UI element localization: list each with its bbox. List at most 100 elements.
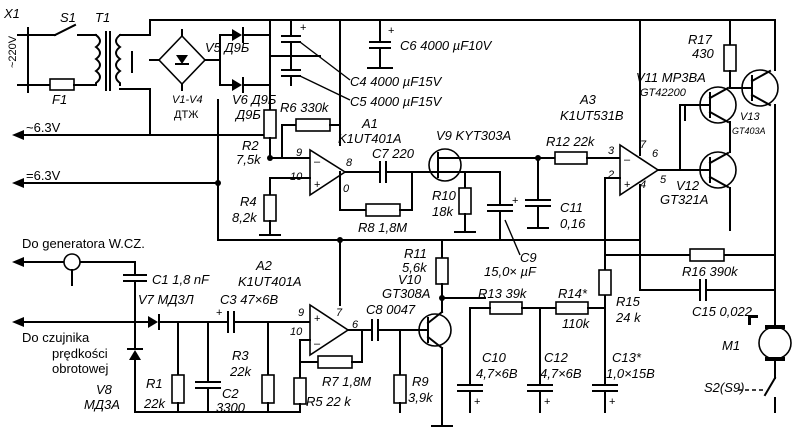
svg-text:Do czujnika: Do czujnika — [22, 330, 90, 345]
svg-text:V10: V10 — [398, 272, 422, 287]
svg-text:R17: R17 — [688, 32, 713, 47]
resistor-r2 — [263, 109, 277, 139]
svg-text:C1 1,8 nF: C1 1,8 nF — [152, 272, 210, 287]
diode-v8 — [129, 350, 141, 360]
output-transistors: V11 MP3BA GT42200 V12 GT321A V13 GT403A … — [636, 19, 779, 311]
svg-text:4: 4 — [640, 179, 646, 191]
power-supply-section: X1 ~220V S1 F1 T1 V1-V4 — [3, 6, 641, 122]
svg-text:18k: 18k — [432, 204, 454, 219]
svg-text:C10: C10 — [482, 350, 507, 365]
svg-text:C2: C2 — [222, 386, 239, 401]
svg-text:C9: C9 — [520, 250, 537, 265]
svg-text:24 k: 24 k — [615, 310, 642, 325]
svg-text:M1: M1 — [722, 338, 740, 353]
svg-text:+: + — [300, 22, 306, 34]
svg-text:2: 2 — [607, 169, 614, 181]
svg-text:0: 0 — [343, 183, 350, 195]
svg-text:+: + — [474, 396, 480, 408]
svg-text:GT321A: GT321A — [660, 192, 708, 207]
svg-text:6: 6 — [352, 319, 359, 331]
c4-label: C4 4000 µF15V — [350, 74, 443, 89]
v1v4-label: V1-V4 — [172, 94, 203, 106]
diode-v7 — [148, 316, 158, 328]
f1-label: F1 — [52, 92, 67, 107]
svg-text:9: 9 — [296, 147, 302, 159]
svg-text:+: + — [314, 313, 320, 325]
svg-text:7: 7 — [336, 307, 343, 319]
svg-text:C13*: C13* — [612, 350, 642, 365]
svg-text:A3: A3 — [579, 92, 597, 107]
svg-text:10: 10 — [290, 326, 303, 338]
svg-text:V9 KYT303A: V9 KYT303A — [436, 128, 511, 143]
svg-text:V8: V8 — [96, 382, 113, 397]
opamp-a3 — [619, 143, 660, 197]
eq63-label: =6.3V — [26, 168, 61, 183]
resistor-r4 — [263, 194, 277, 222]
resistor-r5 — [293, 377, 307, 405]
t1-label: T1 — [95, 10, 110, 25]
svg-text:R6 330k: R6 330k — [280, 100, 330, 115]
svg-text:GT308A: GT308A — [382, 286, 430, 301]
outputs-6v3: ~6.3V =6.3V — [12, 99, 271, 241]
svg-text:4,7×6B: 4,7×6B — [476, 366, 518, 381]
motor-m1 — [758, 326, 792, 360]
svg-text:+: + — [544, 396, 550, 408]
svg-text:R10: R10 — [432, 188, 457, 203]
svg-text:C15 0,022: C15 0,022 — [692, 304, 753, 319]
svg-text:R7 1,8M: R7 1,8M — [322, 374, 371, 389]
svg-text:22k: 22k — [229, 364, 252, 379]
svg-text:8,2k: 8,2k — [232, 210, 258, 225]
svg-text:R16 390k: R16 390k — [682, 264, 739, 279]
svg-text:1,0×15B: 1,0×15B — [606, 366, 655, 381]
svg-text:5: 5 — [660, 174, 667, 186]
v5-label: V5 Д9Б — [205, 40, 250, 55]
bridge-rectifier — [157, 34, 207, 86]
transformer-secondary — [115, 33, 122, 86]
svg-text:C3 47×6B: C3 47×6B — [220, 292, 279, 307]
resistor-r16 — [689, 248, 725, 262]
s1-label: S1 — [60, 10, 76, 25]
motor-section: M1 S2(S9) — [704, 309, 792, 413]
svg-text:R11: R11 — [404, 246, 427, 261]
svg-text:6: 6 — [652, 148, 659, 160]
svg-text:GT42200: GT42200 — [640, 87, 687, 99]
stage-a1: R2 7,5k R6 330k – + 9 10 8 0 A1 K1UT401A… — [232, 19, 421, 236]
svg-text:R1: R1 — [146, 376, 163, 391]
fuse-f1 — [49, 78, 75, 91]
svg-text:7,5k: 7,5k — [236, 152, 262, 167]
svg-text:3: 3 — [608, 145, 615, 157]
stage-a2: Do generatora W.CZ. C1 1,8 nF A2 K1UT401… — [12, 236, 641, 427]
resistor-r8 — [365, 203, 401, 217]
fet-v9: V9 KYT303A R10 18k + C9 15,0× µF — [419, 128, 556, 279]
resistor-r12 — [554, 151, 588, 165]
stage-a3: R12 22k C11 0,16 – + A3 K1UT531B 3 2 7 6… — [525, 19, 667, 271]
opamp-a2 — [309, 303, 350, 357]
svg-text:R5 22 k: R5 22 k — [306, 394, 352, 409]
svg-text:prędkości: prędkości — [52, 346, 108, 361]
svg-text:–: – — [624, 154, 631, 166]
svg-text:9: 9 — [298, 307, 304, 319]
svg-text:–: – — [314, 338, 321, 350]
svg-text:8: 8 — [346, 157, 353, 169]
mains-label: ~220V — [7, 35, 19, 68]
v6-label: V6 Д9Б — [232, 92, 277, 107]
transformer-primary — [94, 33, 101, 86]
tilde63-label: ~6.3V — [26, 120, 61, 135]
svg-text:+: + — [609, 396, 615, 408]
svg-text:110k: 110k — [562, 316, 591, 331]
svg-text:C8 0047: C8 0047 — [366, 302, 416, 317]
svg-text:7: 7 — [640, 139, 647, 151]
svg-text:S2(S9): S2(S9) — [704, 380, 744, 395]
svg-text:R12 22k: R12 22k — [546, 134, 596, 149]
resistor-r14 — [555, 301, 589, 315]
svg-text:K1UT531B: K1UT531B — [560, 108, 624, 123]
svg-text:R8 1,8M: R8 1,8M — [358, 220, 407, 235]
svg-text:3,9k: 3,9k — [408, 390, 434, 405]
resistor-r6 — [295, 118, 331, 132]
resistor-r13 — [489, 301, 523, 315]
svg-text:R9: R9 — [412, 374, 429, 389]
svg-text:4,7×6B: 4,7×6B — [540, 366, 582, 381]
svg-text:R14*: R14* — [558, 286, 588, 301]
dtzh-label: ДТЖ — [174, 109, 198, 121]
svg-text:+: + — [388, 25, 394, 37]
